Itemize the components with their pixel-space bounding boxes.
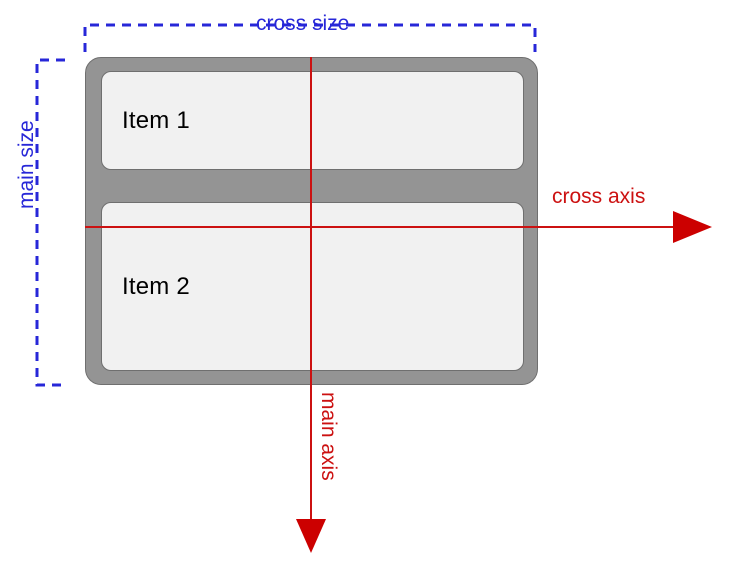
main-axis-arrowhead (296, 519, 326, 553)
cross-size-label: cross size (256, 12, 350, 35)
main-axis-arrow (296, 57, 326, 553)
flex-item-1: Item 1 (101, 71, 524, 170)
cross-axis-arrowhead (673, 211, 712, 243)
main-size-label: main size (15, 120, 38, 209)
flex-item-1-label: Item 1 (122, 106, 190, 134)
main-size-bracket (35, 58, 65, 387)
cross-axis-arrow (85, 211, 712, 243)
main-axis-label: main axis (317, 392, 340, 481)
flex-item-2: Item 2 (101, 202, 524, 371)
main-size-bracket-path (35, 58, 65, 387)
flex-item-2-label: Item 2 (122, 272, 190, 300)
cross-axis-label: cross axis (552, 185, 646, 208)
